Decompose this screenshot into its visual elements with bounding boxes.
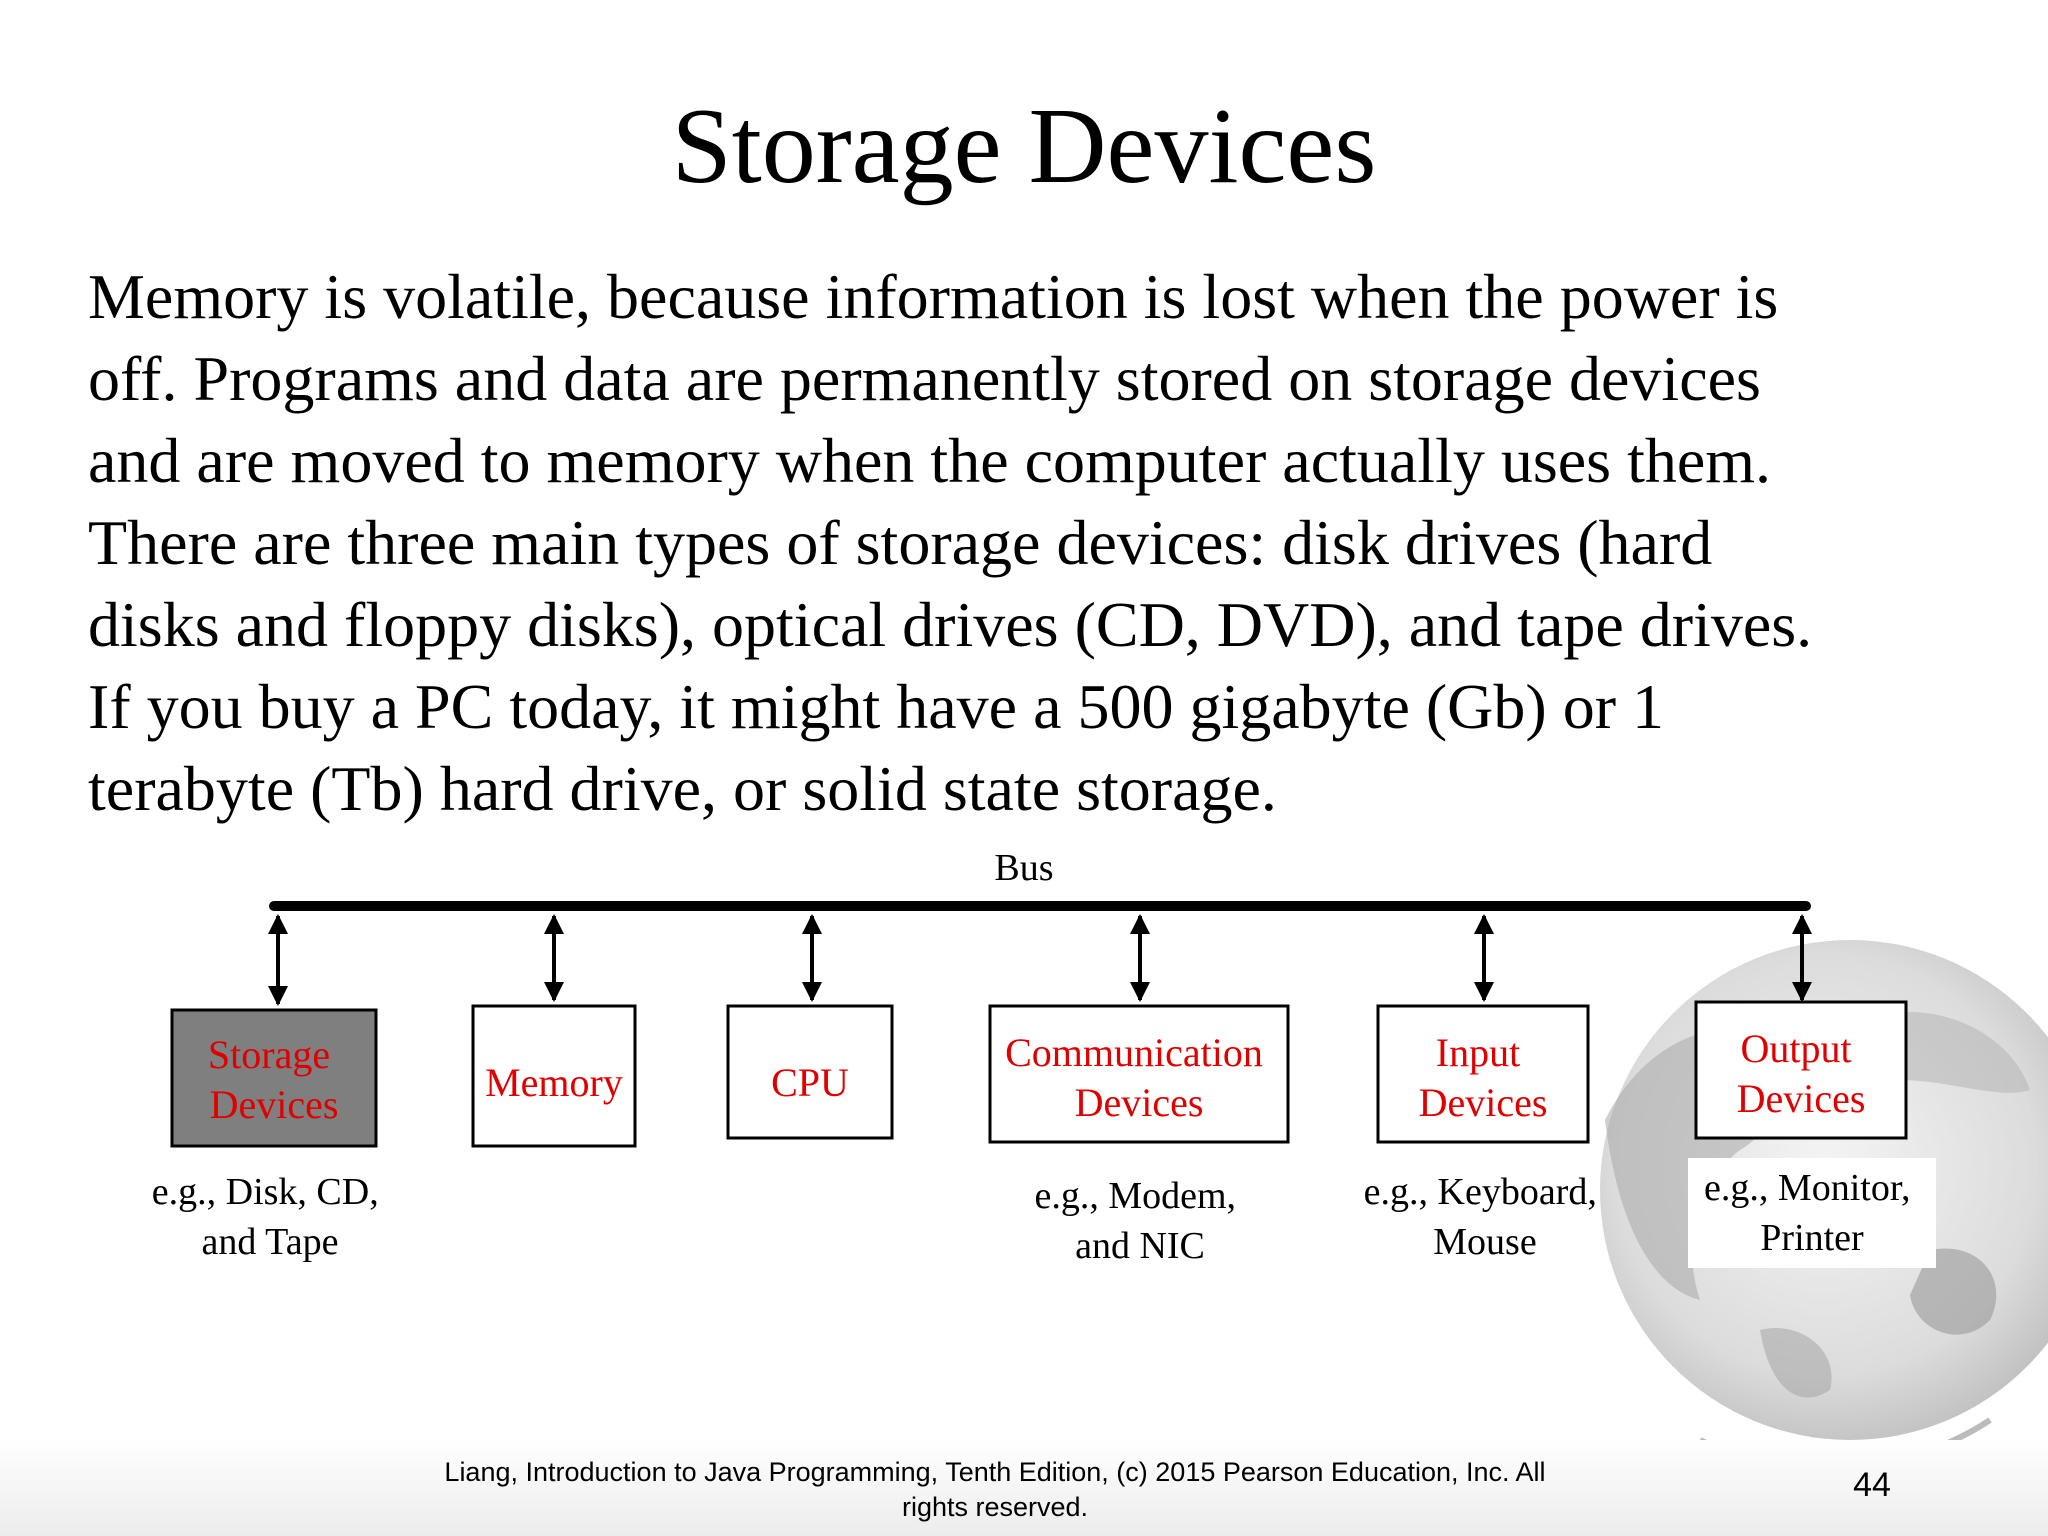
body-line: disks and floppy disks), optical drives … bbox=[88, 589, 1813, 660]
footer-band bbox=[0, 1440, 2048, 1536]
body-line: off. Programs and data are permanently s… bbox=[88, 343, 1761, 414]
storage-devices-label: Storage Devices bbox=[208, 1032, 340, 1127]
input-devices-label: Input Devices bbox=[1419, 1030, 1548, 1125]
output-examples: e.g., Monitor, Printer bbox=[1704, 1167, 1920, 1259]
communication-devices-box bbox=[988, 1004, 1290, 1144]
cpu-label: CPU bbox=[771, 1060, 849, 1105]
body-paragraph: Memory is volatile, because information … bbox=[88, 256, 2048, 830]
body-line: and are moved to memory when the compute… bbox=[88, 425, 1772, 496]
body-line: Memory is volatile, because information … bbox=[88, 261, 1779, 332]
body-line: If you buy a PC today, it might have a 5… bbox=[88, 671, 1664, 742]
communication-examples: e.g., Modem, and NIC bbox=[1034, 1175, 1245, 1267]
page-number: 44 bbox=[1853, 1466, 1891, 1504]
storage-devices-box bbox=[170, 1008, 378, 1148]
footer-line: Liang, Introduction to Java Programming,… bbox=[444, 1457, 1546, 1487]
bus-label: Bus bbox=[994, 847, 1053, 889]
slide-title: Storage Devices bbox=[671, 87, 1377, 206]
memory-label: Memory bbox=[485, 1060, 623, 1105]
input-devices-box bbox=[1376, 1004, 1590, 1144]
output-devices-box bbox=[1694, 1000, 1908, 1140]
memory-box bbox=[471, 1004, 637, 1148]
output-devices-label: Output Devices bbox=[1737, 1026, 1866, 1121]
footer-copyright: Liang, Introduction to Java Programming,… bbox=[400, 1455, 1590, 1525]
body-line: terabyte (Tb) hard drive, or solid state… bbox=[88, 753, 1277, 824]
storage-examples: e.g., Disk, CD, and Tape bbox=[152, 1171, 388, 1263]
body-line: There are three main types of storage de… bbox=[88, 507, 1713, 578]
cpu-box bbox=[726, 1004, 894, 1140]
communication-devices-label: Communication Devices bbox=[1005, 1030, 1273, 1125]
input-examples: e.g., Keyboard, Mouse bbox=[1364, 1171, 1607, 1263]
footer-line: rights reserved. bbox=[901, 1492, 1089, 1522]
